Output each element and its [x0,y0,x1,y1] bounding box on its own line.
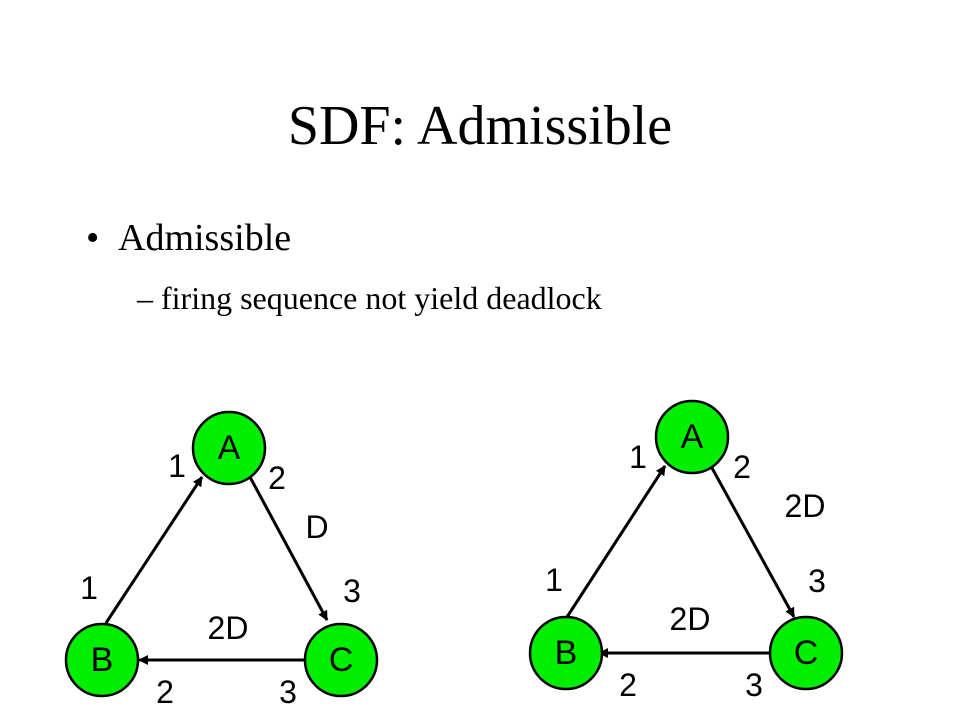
rate-ac-sink: 3 [808,563,826,599]
node-c [303,622,379,698]
node-b-label: B [91,641,114,679]
delay-ac: 2D [785,488,826,524]
sub-bullet-dash: – [137,280,153,316]
edge-a-to-c [248,476,329,621]
edge-b-to-a [565,465,667,618]
node-a-label: A [681,418,704,456]
node-c-label: C [794,634,819,672]
node-b [528,615,604,691]
sdf-graph-right: A B C 1 1 2 2D 3 2D 2 3 [528,399,844,703]
rate-cb-source: 3 [279,674,297,710]
rate-cb-sink: 2 [156,674,174,710]
node-a-label: A [218,429,241,467]
delay-cb: 2D [670,601,711,637]
rate-ac-source: 2 [268,460,286,496]
rate-ba-source: 1 [80,570,98,606]
bullet-text: Admissible [118,217,292,259]
rate-ac-source: 2 [733,449,751,485]
edge-b-to-a [104,476,204,624]
sdf-graph-left: A B C 1 1 2 D 3 2D 2 3 [64,410,379,710]
bullet-dot: • [86,217,100,259]
rate-ba-source: 1 [545,562,563,598]
rate-ba-sink: 1 [629,439,647,475]
slide-title: SDF: Admissible [287,95,673,157]
edge-a-to-c [710,467,796,618]
delay-ac: D [305,509,328,545]
rate-cb-source: 3 [745,667,763,703]
sub-bullet-item: –firing sequence not yield deadlock [137,280,602,317]
node-a [654,399,730,475]
rate-cb-sink: 2 [619,667,637,703]
node-b [64,622,140,698]
sub-bullet-text: firing sequence not yield deadlock [161,280,602,316]
node-c-label: C [329,641,354,679]
node-a [191,410,267,486]
rate-ba-sink: 1 [168,448,186,484]
delay-cb: 2D [208,610,249,646]
rate-ac-sink: 3 [343,573,361,609]
bullet-item: • Admissible [86,216,291,260]
node-b-label: B [555,634,578,672]
node-c [768,615,844,691]
